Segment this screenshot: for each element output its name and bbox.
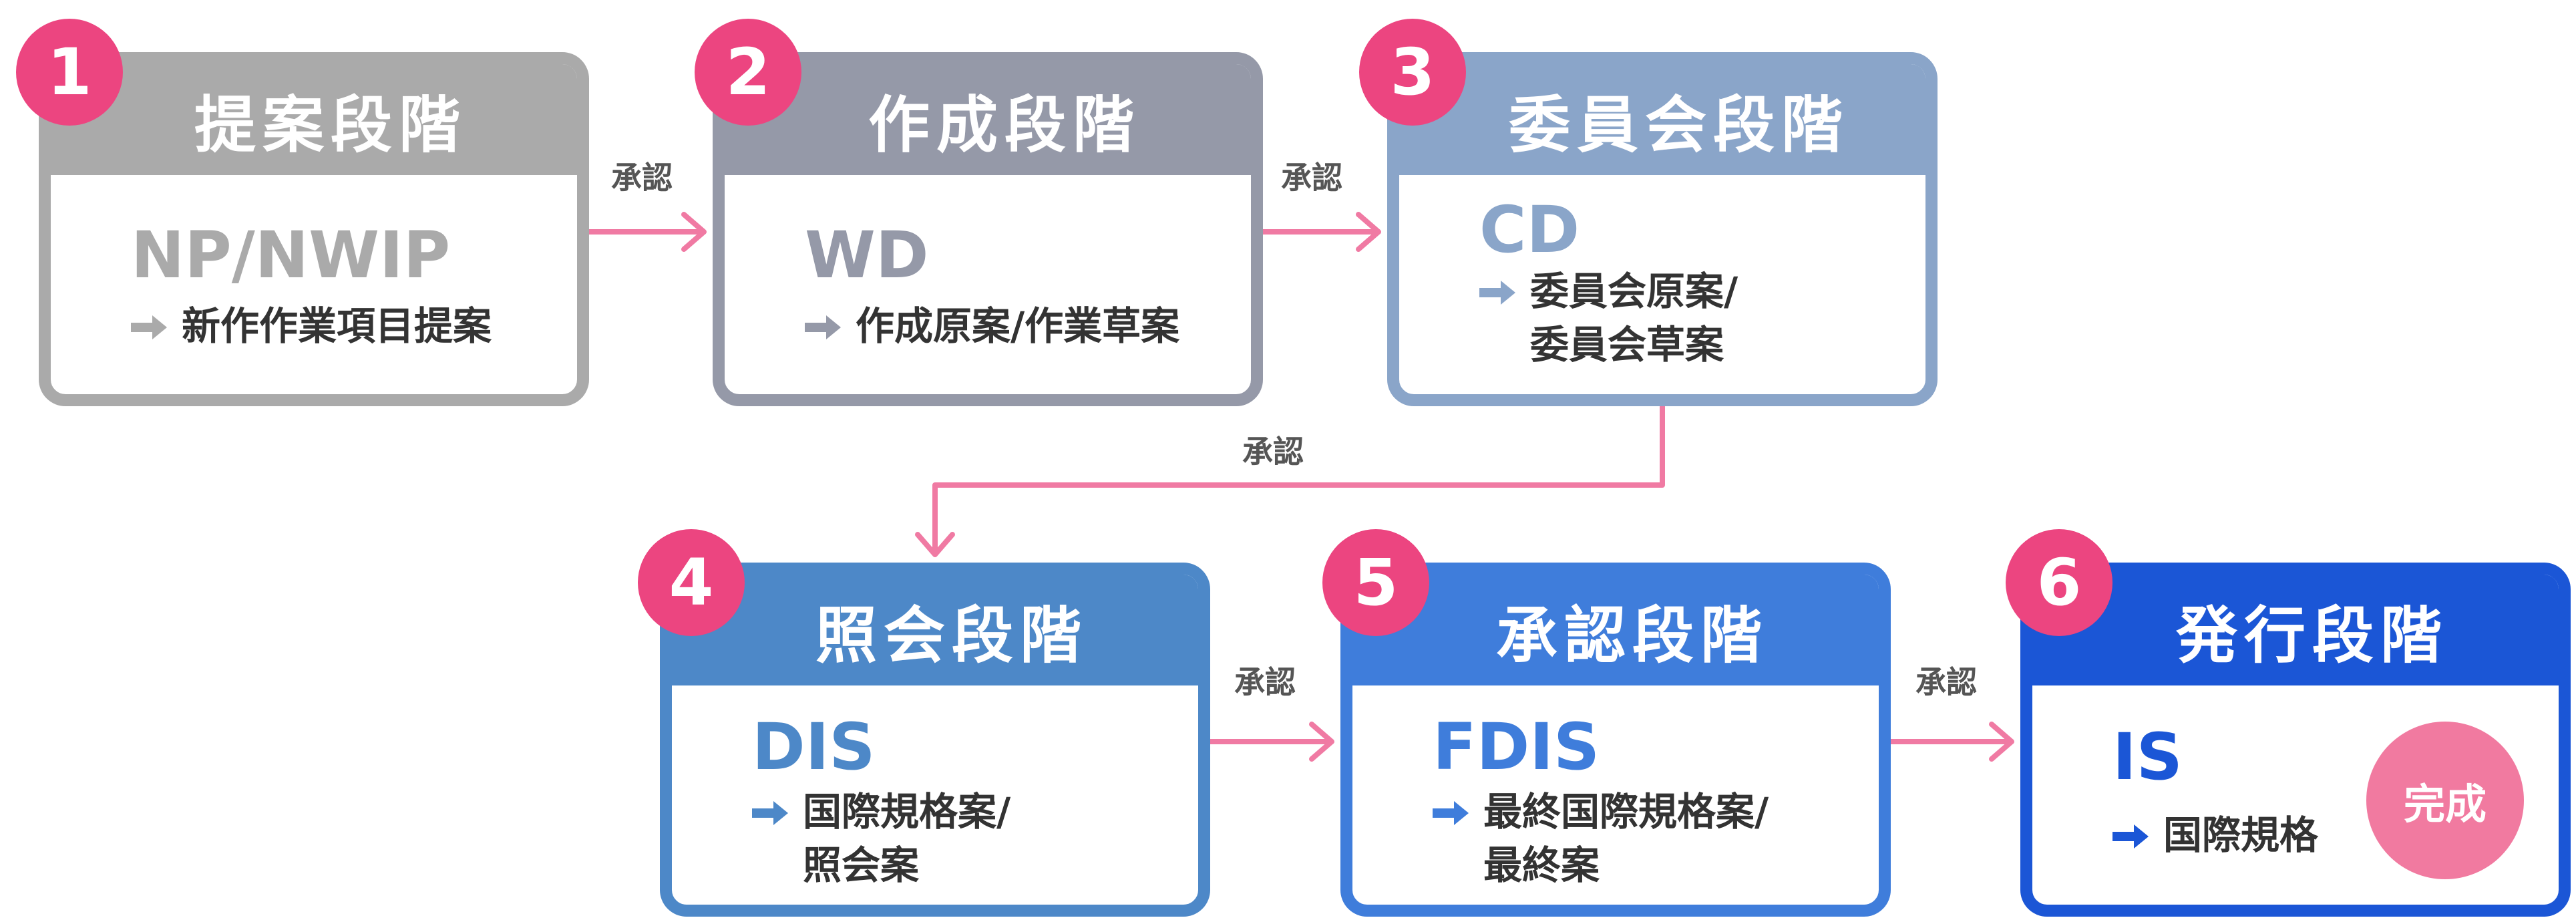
connector-4-5 — [1210, 722, 1334, 762]
connector-5-6 — [1891, 722, 2014, 762]
stage-title: 照会段階 — [672, 575, 1198, 685]
stage-code: DIS — [752, 710, 876, 784]
description-line: 照会案 — [803, 842, 920, 888]
approval-label: 承認 — [1281, 160, 1342, 196]
stage-number-badge: 2 — [695, 19, 801, 126]
description-line: 最終国際規格案/ — [1483, 789, 1769, 834]
stage-title: 作成段階 — [725, 64, 1251, 175]
connector-2-3 — [1263, 212, 1381, 252]
description-line: 新作作業項目提案 — [182, 303, 492, 349]
stage-description: 国際規格案/ 照会案 — [752, 785, 1010, 892]
description-line: 国際規格 — [2163, 812, 2319, 858]
arrow-right-icon — [131, 315, 167, 339]
stage-card-approval: 承認段階 FDIS 最終国際規格案/ 最終案 — [1340, 563, 1891, 917]
description-line: 委員会原案/ — [1530, 269, 1738, 314]
stage-code: WD — [805, 218, 929, 293]
arrow-right-icon — [2112, 824, 2149, 849]
stage-code: NP/NWIP — [131, 218, 451, 293]
stage-card-preparatory: 作成段階 WD 作成原案/作業草案 — [713, 52, 1263, 406]
arrow-right-icon — [805, 315, 841, 339]
connector-3-4 — [915, 406, 1665, 557]
description-line: 作成原案/作業草案 — [856, 303, 1180, 349]
stage-title: 委員会段階 — [1399, 64, 1925, 175]
approval-label: 承認 — [1915, 664, 1977, 700]
stage-description: 新作作業項目提案 — [131, 299, 492, 353]
stage-description: 国際規格 — [2112, 808, 2318, 862]
stage-card-committee: 委員会段階 CD 委員会原案/ 委員会草案 — [1387, 52, 1938, 406]
stage-description: 作成原案/作業草案 — [805, 299, 1179, 353]
stage-description: 委員会原案/ 委員会草案 — [1479, 265, 1738, 371]
stage-number-badge: 4 — [638, 529, 745, 636]
arrow-right-icon — [752, 801, 788, 825]
description-line: 最終案 — [1483, 842, 1600, 888]
stage-card-enquiry: 照会段階 DIS 国際規格案/ 照会案 — [660, 563, 1210, 917]
connector-1-2 — [589, 212, 707, 252]
stage-number-badge: 6 — [2006, 529, 2112, 636]
stage-number-badge: 3 — [1359, 19, 1466, 126]
approval-label: 承認 — [611, 160, 673, 196]
arrow-right-icon — [1433, 801, 1469, 825]
stage-number-badge: 5 — [1322, 529, 1429, 636]
description-line: 国際規格案/ — [803, 789, 1011, 834]
stage-title: 承認段階 — [1352, 575, 1879, 685]
complete-badge: 完成 — [2366, 722, 2524, 879]
stage-title: 発行段階 — [2032, 575, 2559, 685]
approval-label: 承認 — [1242, 434, 1304, 470]
approval-label: 承認 — [1234, 664, 1296, 700]
stage-title: 提案段階 — [51, 64, 577, 175]
stage-code: CD — [1479, 192, 1580, 267]
stage-card-publication: 発行段階 IS 国際規格 完成 — [2020, 563, 2571, 917]
stage-number-badge: 1 — [16, 19, 123, 126]
stage-description: 最終国際規格案/ 最終案 — [1433, 785, 1769, 892]
stage-card-proposal: 提案段階 NP/NWIP 新作作業項目提案 — [39, 52, 589, 406]
stage-code: IS — [2112, 720, 2183, 794]
stage-code: FDIS — [1433, 710, 1600, 784]
arrow-right-icon — [1479, 281, 1515, 305]
description-line: 委員会草案 — [1530, 322, 1724, 367]
